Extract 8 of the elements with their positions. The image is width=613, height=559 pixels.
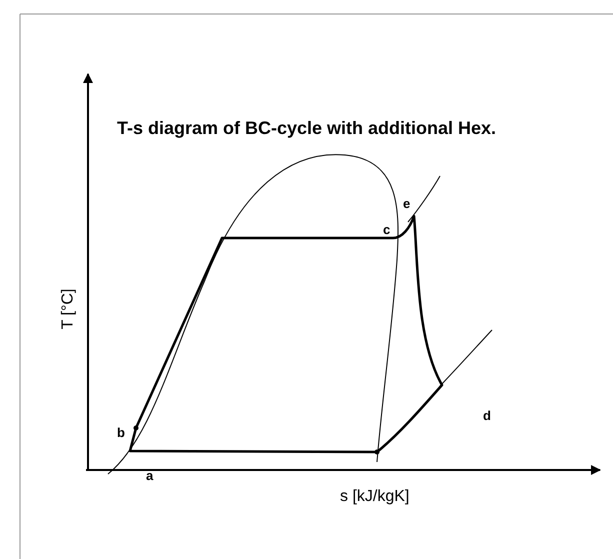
point-label: a xyxy=(146,468,154,483)
point-label: e xyxy=(403,196,410,211)
diagram-title: T-s diagram of BC-cycle with additional Hex. xyxy=(116,118,498,139)
axis-label: s [kJ/kgK] xyxy=(340,488,410,506)
point-label: b xyxy=(117,425,125,440)
point-label: d xyxy=(483,408,491,423)
point-label: c xyxy=(383,222,390,237)
axis-label: T [°C] xyxy=(59,288,78,330)
